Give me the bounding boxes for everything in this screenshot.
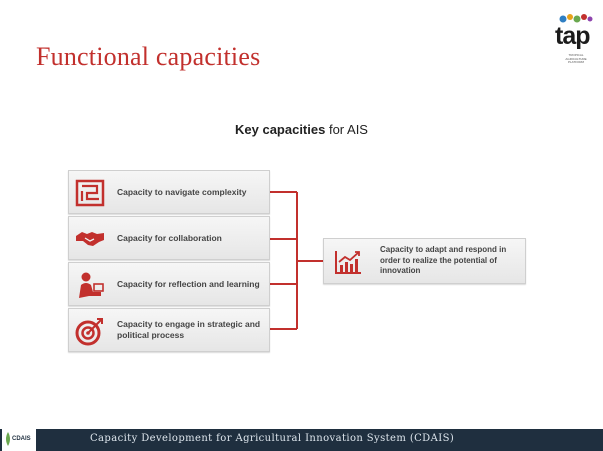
tap-logo: tap TROPICAL AGRICULTURE PLATFORM xyxy=(555,14,595,68)
capacity-box-reflection: Capacity for reflection and learning xyxy=(68,262,270,306)
result-box-adapt: Capacity to adapt and respond in order t… xyxy=(323,238,526,284)
handshake-icon xyxy=(76,232,104,246)
reflection-icon xyxy=(79,272,104,298)
leaf-icon xyxy=(6,432,10,446)
maze-icon xyxy=(75,179,105,207)
logo-dots-icon xyxy=(559,14,593,23)
target-icon xyxy=(75,318,103,346)
logo-text: tap xyxy=(555,22,590,50)
cdais-logo: CDAIS xyxy=(2,429,36,451)
capacity-box-navigate: Capacity to navigate complexity xyxy=(68,170,270,214)
capacity-box-collaboration: Capacity for collaboration xyxy=(68,216,270,260)
capacity-box-strategic: Capacity to engage in strategic and poli… xyxy=(68,308,270,352)
slide-title: Functional capacities xyxy=(36,42,261,71)
capacity-label: Capacity to navigate complexity xyxy=(117,186,247,197)
logo-subtext: TROPICAL AGRICULTURE PLATFORM xyxy=(565,53,587,64)
heading-bold: Key capacities xyxy=(235,122,326,137)
capacity-label: Capacity for collaboration xyxy=(117,232,222,243)
capacity-label: Capacity to engage in strategic and poli… xyxy=(117,319,261,340)
capacity-label: Capacity for reflection and learning xyxy=(117,278,260,289)
result-label: Capacity to adapt and respond in order t… xyxy=(380,245,507,276)
heading-rest: for AIS xyxy=(325,122,368,137)
footer-logo-text: CDAIS xyxy=(12,436,31,442)
growth-chart-icon xyxy=(335,251,361,274)
footer-text: Capacity Development for Agricultural In… xyxy=(90,433,455,444)
footer-bar: Capacity Development for Agricultural In… xyxy=(0,429,603,451)
diagram-heading: Key capacities for AIS xyxy=(0,122,603,137)
